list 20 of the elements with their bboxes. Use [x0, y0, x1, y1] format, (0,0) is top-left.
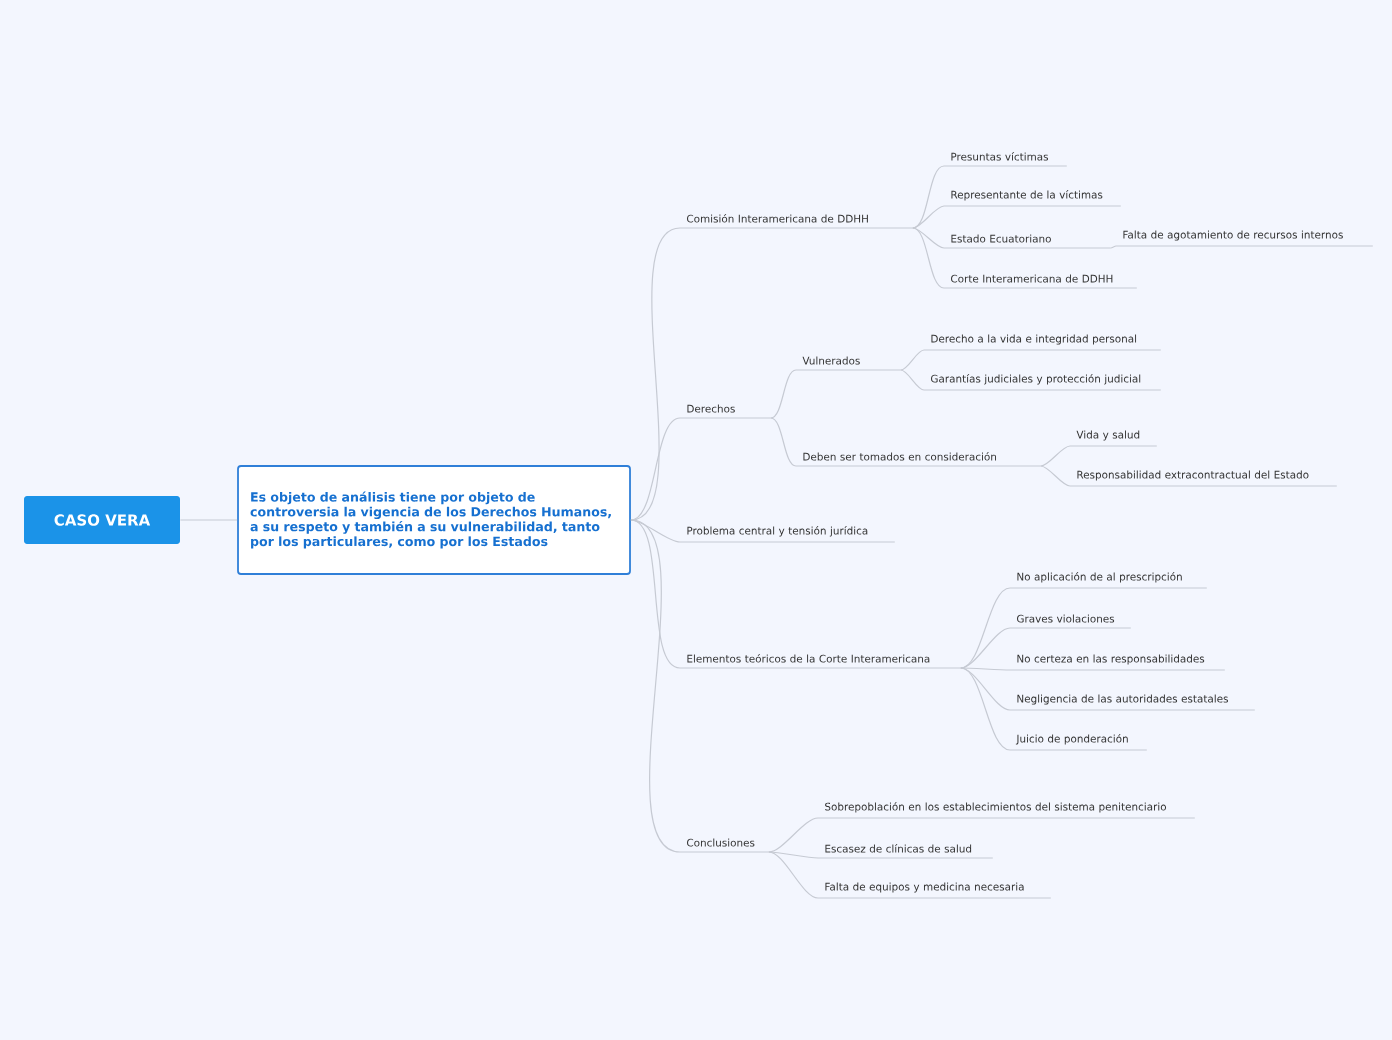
connector [768, 851, 819, 859]
connector [630, 519, 681, 853]
connector [960, 627, 1011, 669]
connector [900, 369, 925, 391]
connector [768, 817, 819, 853]
connector [912, 165, 945, 229]
connector [630, 417, 681, 521]
connector [630, 519, 681, 669]
connector [912, 205, 945, 229]
connector [770, 369, 797, 419]
connector [900, 349, 925, 371]
connector [960, 667, 1011, 751]
connector [960, 667, 1011, 671]
connector [912, 227, 945, 289]
connector [768, 851, 819, 899]
connector [1040, 465, 1071, 487]
connector [1040, 445, 1071, 467]
connector [630, 227, 681, 521]
connector [770, 417, 797, 467]
connector [912, 227, 945, 249]
